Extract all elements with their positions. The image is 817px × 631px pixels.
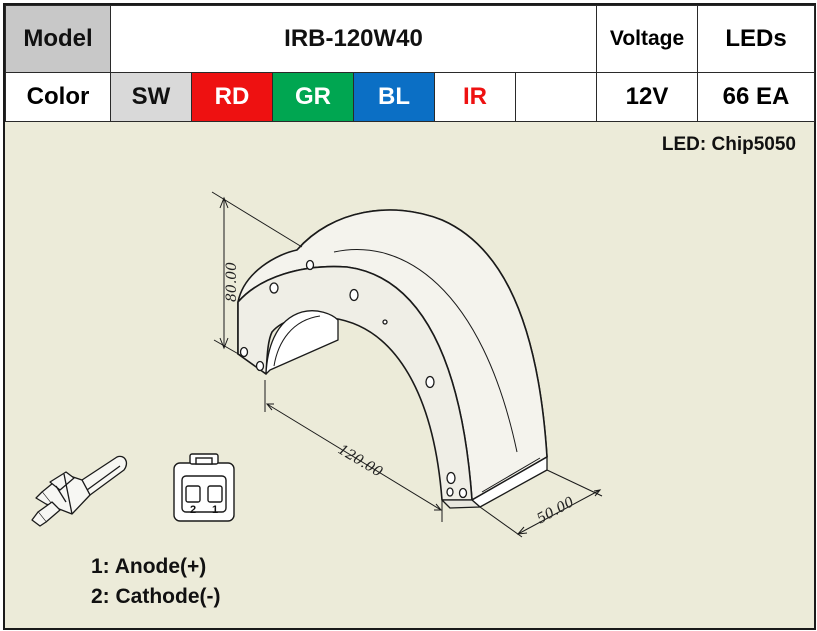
color-swatch-gr: GR <box>272 72 354 122</box>
dimension-length-label: 120.00 <box>335 442 385 481</box>
product-spec-sheet: Model IRB-120W40 Voltage LEDs Color SW R… <box>3 3 816 630</box>
mounting-holes <box>239 259 468 499</box>
voltage-value: 12V <box>596 72 699 122</box>
dimension-width <box>479 469 603 538</box>
technical-drawing: 80.00 120.00 50.00 <box>31 191 603 538</box>
spec-table: Model IRB-120W40 Voltage LEDs Color SW R… <box>5 5 816 122</box>
color-label: Color <box>5 72 111 122</box>
pin-1-description: 1: Anode(+) <box>91 555 207 578</box>
arch-light-body <box>237 209 548 509</box>
color-swatch-ir: IR <box>434 72 516 122</box>
dimension-length <box>264 380 443 522</box>
model-label: Model <box>5 5 111 73</box>
leds-value: 66 EA <box>697 72 816 122</box>
connector-cable-drawing <box>31 455 128 527</box>
dimension-height-label: 80.00 <box>224 262 240 302</box>
connector-pin-2-label: 2 <box>190 504 196 516</box>
leds-label: LEDs <box>697 5 816 73</box>
connector-pin-1-label: 1 <box>212 504 218 516</box>
voltage-label: Voltage <box>596 5 699 73</box>
color-swatch-empty <box>514 72 598 122</box>
color-swatch-rd: RD <box>191 72 273 122</box>
led-type-note: LED: Chip5050 <box>661 134 796 155</box>
model-value: IRB-120W40 <box>109 5 598 73</box>
connector-front-view <box>173 453 235 522</box>
dimension-width-label: 50.00 <box>534 494 577 527</box>
pin-2-description: 2: Cathode(-) <box>91 585 221 608</box>
dimension-height <box>211 191 303 357</box>
color-swatch-bl: BL <box>353 72 435 122</box>
